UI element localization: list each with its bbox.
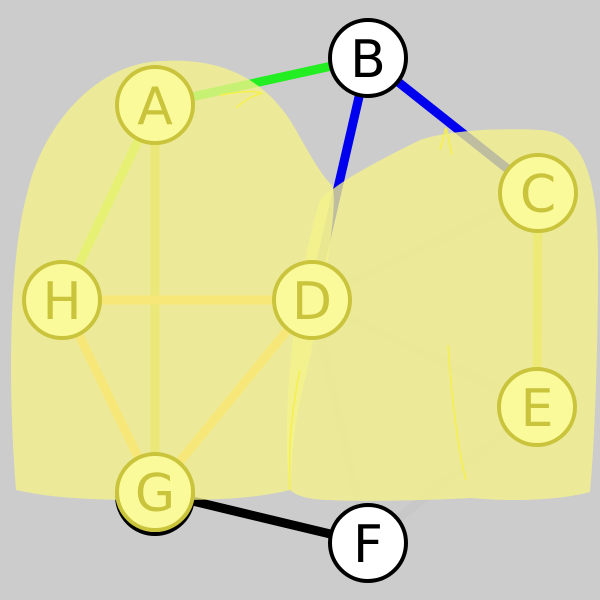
node-g: G: [115, 452, 195, 532]
node-label: D: [292, 272, 332, 332]
node-label: A: [137, 77, 173, 137]
node-circle: [498, 153, 578, 233]
node-label: H: [42, 272, 81, 332]
node-label: B: [350, 30, 386, 90]
node-circle: [115, 452, 195, 532]
highlighted-nodes-layer: A C D E G H: [22, 65, 578, 532]
node-c: C: [498, 153, 578, 233]
node-circle: [328, 503, 408, 583]
node-circle: [272, 260, 352, 340]
node-label: F: [353, 515, 383, 575]
node-label: G: [135, 464, 175, 524]
node-h: H: [22, 260, 102, 340]
node-e: E: [497, 367, 577, 447]
node-circle: [115, 65, 195, 145]
node-a: A: [115, 65, 195, 145]
overlay-brush-strokes: [219, 90, 467, 491]
node-circle: [497, 367, 577, 447]
node-circle: [22, 260, 102, 340]
node-label: C: [520, 165, 556, 225]
node-f: F: [328, 503, 408, 583]
node-d: D: [272, 260, 352, 340]
node-b: B: [328, 18, 408, 98]
overlay-left-region: [11, 60, 334, 501]
node-circle: [328, 18, 408, 98]
node-label: E: [521, 379, 554, 439]
